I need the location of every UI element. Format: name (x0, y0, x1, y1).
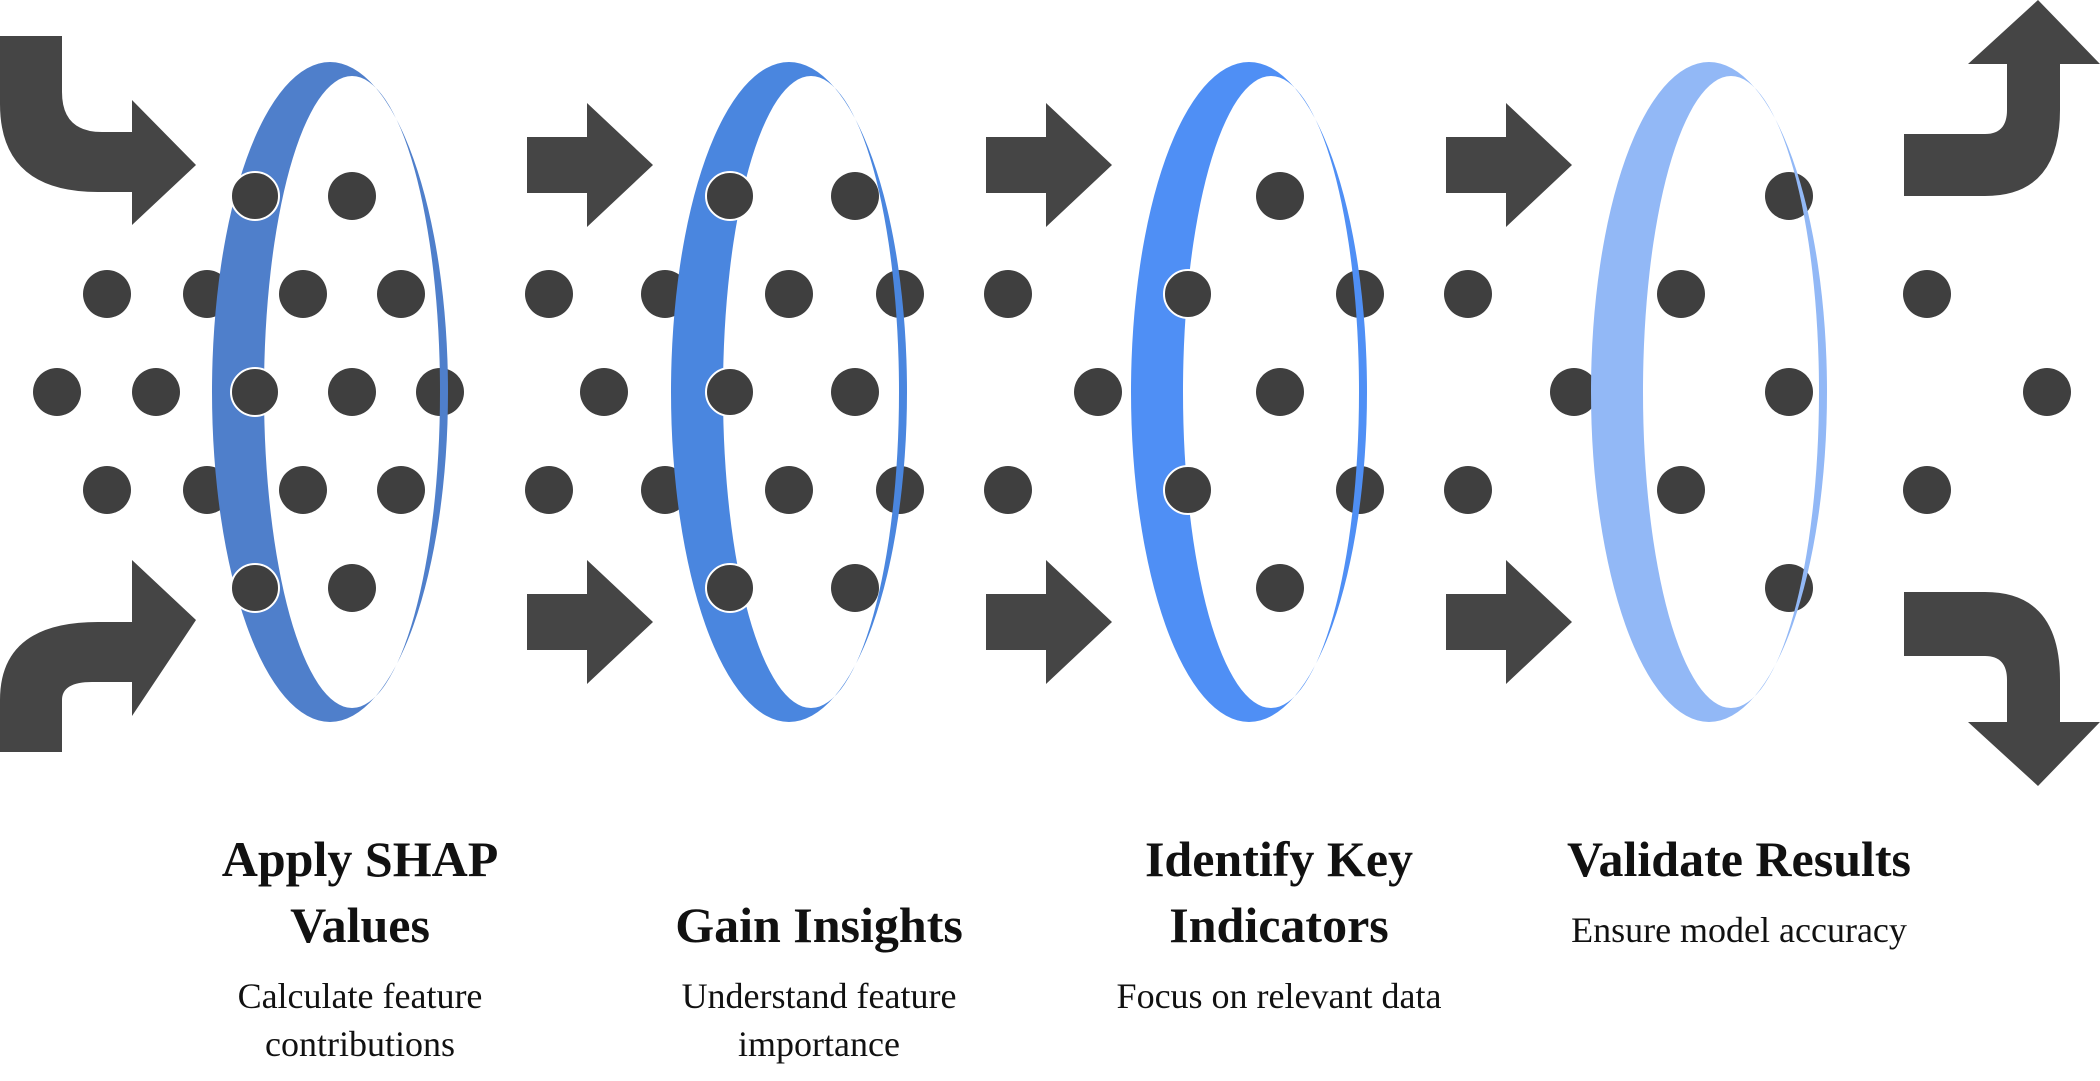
data-point-dot (2023, 368, 2071, 416)
data-point-dot (1765, 368, 1813, 416)
step-2-label: Gain Insights Understand feature importa… (609, 892, 1029, 1068)
data-point-dot (83, 466, 131, 514)
data-point-dot (765, 270, 813, 318)
data-point-dot (705, 171, 755, 221)
ring-3 (1131, 62, 1367, 722)
data-point-dot (1903, 270, 1951, 318)
data-point-dot (1657, 270, 1705, 318)
data-point-dot (230, 563, 280, 613)
data-point-dot (1550, 368, 1598, 416)
data-point-dot (230, 367, 280, 417)
data-point-dot (33, 368, 81, 416)
step-description: Understand feature importance (681, 976, 957, 1064)
data-point-dot (705, 367, 755, 417)
data-point-dot (1256, 172, 1304, 220)
arrow-right-icon (986, 103, 1112, 227)
data-point-dot (1765, 564, 1813, 612)
inflow-arrow-top-icon (0, 36, 196, 225)
data-point-dot (831, 368, 879, 416)
step-title: Gain Insights (675, 897, 963, 953)
step-4-label: Validate Results Ensure model accuracy (1529, 826, 1949, 954)
data-points (33, 172, 2071, 612)
data-point-dot (328, 368, 376, 416)
data-point-dot (377, 270, 425, 318)
data-point-dot (580, 368, 628, 416)
data-point-dot (1256, 368, 1304, 416)
step-title: Apply SHAP Values (221, 831, 499, 953)
step-1-label: Apply SHAP Values Calculate feature cont… (150, 826, 570, 1068)
data-point-dot (328, 564, 376, 612)
outflow-arrow-bottom-icon (1904, 592, 2100, 786)
data-point-dot (279, 466, 327, 514)
step-description: Focus on relevant data (1116, 976, 1442, 1016)
data-point-dot (1765, 172, 1813, 220)
data-point-dot (279, 270, 327, 318)
data-point-dot (83, 270, 131, 318)
data-point-dot (328, 172, 376, 220)
step-title: Identify Key Indicators (1144, 831, 1414, 953)
data-point-dot (831, 564, 879, 612)
data-point-dot (1444, 270, 1492, 318)
arrow-right-icon (527, 560, 653, 684)
arrow-right-icon (986, 560, 1112, 684)
data-point-dot (984, 466, 1032, 514)
front-data-points (230, 171, 1213, 613)
data-point-dot (831, 172, 879, 220)
data-point-dot (1163, 269, 1213, 319)
data-point-dot (525, 270, 573, 318)
data-point-dot (1444, 466, 1492, 514)
ring-1 (212, 62, 448, 722)
data-point-dot (132, 368, 180, 416)
data-point-dot (1657, 466, 1705, 514)
outflow-arrow-top-icon (1904, 0, 2100, 196)
ring-4 (1591, 62, 1827, 722)
data-point-dot (1163, 465, 1213, 515)
data-point-dot (525, 466, 573, 514)
inflow-arrow-bottom-icon (0, 560, 196, 752)
data-point-dot (1074, 368, 1122, 416)
step-3-label: Identify Key Indicators Focus on relevan… (1069, 826, 1489, 1020)
step-description: Calculate feature contributions (237, 976, 483, 1064)
data-point-dot (230, 171, 280, 221)
rings (212, 62, 1827, 722)
step-title: Validate Results (1566, 831, 1912, 887)
data-point-dot (377, 466, 425, 514)
data-point-dot (984, 270, 1032, 318)
data-point-dot (1903, 466, 1951, 514)
step-description: Ensure model accuracy (1571, 910, 1907, 950)
ring-2 (671, 62, 907, 722)
data-point-dot (765, 466, 813, 514)
arrow-right-icon (1446, 560, 1572, 684)
data-point-dot (705, 563, 755, 613)
arrow-right-icon (1446, 103, 1572, 227)
arrow-right-icon (527, 103, 653, 227)
data-point-dot (1256, 564, 1304, 612)
